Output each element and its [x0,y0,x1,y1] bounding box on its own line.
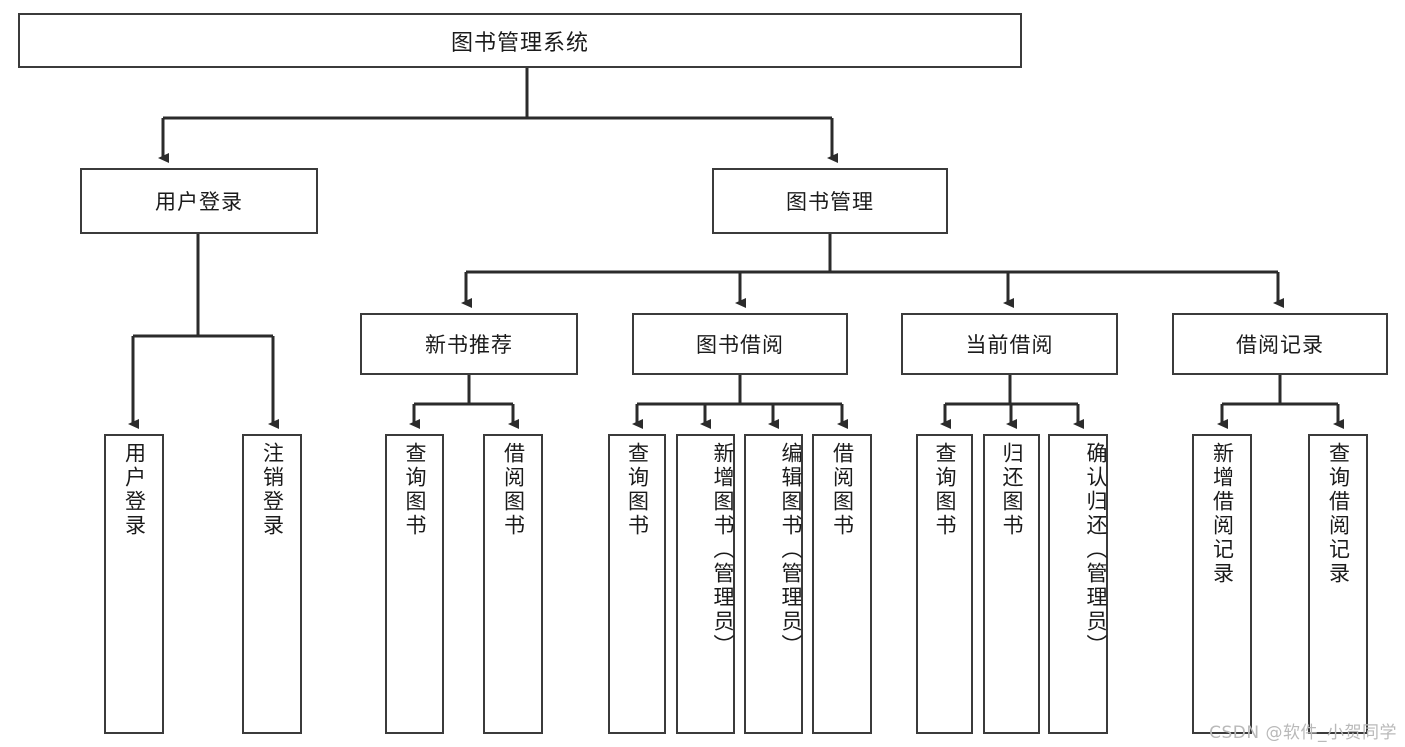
leaf-add-book-admin[interactable]: 新增图书（管理员） [676,434,735,734]
watermark: CSDN @软件_小贺同学 [1209,723,1397,743]
node-label: 当前借阅 [965,333,1054,357]
node-label: 图书借阅 [696,333,784,357]
node-label: 查询图书 [403,442,427,538]
node-new-book-recommendation[interactable]: 新书推荐 [360,313,578,375]
node-label: 编辑图书（管理员） [779,442,803,658]
node-label: 新书推荐 [425,333,513,357]
node-label: 用户登录 [122,442,147,538]
node-label: 确认归还（管理员） [1084,442,1108,658]
leaf-query-book-borrowing[interactable]: 查询图书 [608,434,666,734]
node-label: 借阅图书 [830,442,855,538]
leaf-add-borrow-record[interactable]: 新增借阅记录 [1192,434,1252,734]
leaf-query-book-current[interactable]: 查询图书 [916,434,973,734]
leaf-confirm-return-admin[interactable]: 确认归还（管理员） [1048,434,1108,734]
node-borrow-records[interactable]: 借阅记录 [1172,313,1388,375]
node-book-borrowing[interactable]: 图书借阅 [632,313,848,375]
node-book-management[interactable]: 图书管理 [712,168,948,234]
leaf-logout[interactable]: 注销登录 [242,434,302,734]
leaf-query-book-new-recommendation[interactable]: 查询图书 [385,434,444,734]
leaf-return-book[interactable]: 归还图书 [983,434,1040,734]
leaf-user-login[interactable]: 用户登录 [104,434,164,734]
leaf-query-borrow-record[interactable]: 查询借阅记录 [1308,434,1368,734]
node-root-book-management-system[interactable]: 图书管理系统 [18,13,1022,68]
node-label: 借阅图书 [501,442,526,538]
node-user-login[interactable]: 用户登录 [80,168,318,234]
node-label: 查询借阅记录 [1326,442,1351,586]
leaf-edit-book-admin[interactable]: 编辑图书（管理员） [744,434,803,734]
node-label: 查询图书 [625,442,650,538]
node-current-borrowing[interactable]: 当前借阅 [901,313,1118,375]
node-label: 归还图书 [1000,442,1024,538]
node-label: 借阅记录 [1236,333,1324,357]
node-label: 用户登录 [155,190,243,214]
node-label: 新增借阅记录 [1210,442,1235,586]
node-label: 图书管理 [786,190,874,214]
leaf-borrow-book-borrowing[interactable]: 借阅图书 [812,434,872,734]
node-label: 图书管理系统 [450,30,589,56]
node-label: 查询图书 [933,442,957,538]
node-label: 新增图书（管理员） [711,442,735,658]
node-label: 注销登录 [260,442,285,538]
leaf-borrow-book-new-recommendation[interactable]: 借阅图书 [483,434,543,734]
